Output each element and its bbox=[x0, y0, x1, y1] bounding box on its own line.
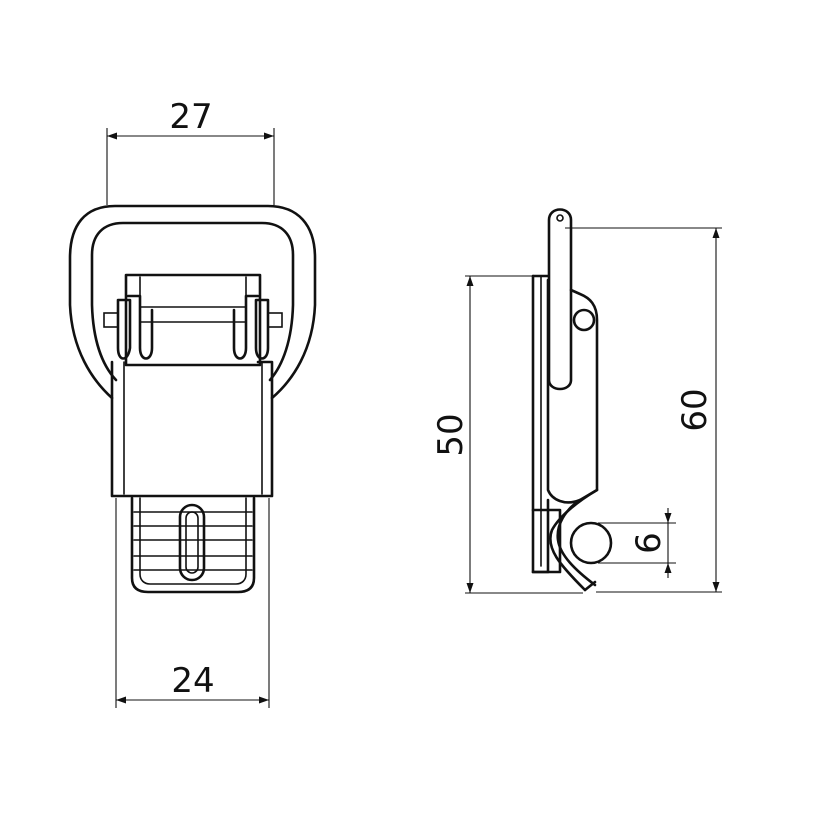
dimension-top-width-label: 27 bbox=[169, 97, 212, 137]
slot bbox=[178, 503, 206, 582]
hook-eye bbox=[569, 521, 613, 565]
side-view bbox=[531, 208, 613, 592]
d-ring-outer bbox=[68, 204, 317, 400]
latch-body bbox=[110, 360, 274, 498]
lever-handle bbox=[547, 208, 573, 391]
right-hinge-knuckle bbox=[254, 298, 270, 360]
dimension-hook-diameter: 6 bbox=[598, 508, 676, 578]
dimension-hook-diameter-label: 6 bbox=[629, 532, 669, 554]
left-hinge-knuckle bbox=[116, 298, 132, 360]
hinge-block bbox=[124, 273, 262, 367]
dimension-side-height-label: 50 bbox=[431, 413, 471, 456]
dimension-top-width: 27 bbox=[106, 97, 275, 205]
lower-plate bbox=[130, 496, 256, 594]
front-view bbox=[68, 204, 317, 594]
dimension-side-height: 50 bbox=[431, 275, 583, 594]
dimension-overall-height-label: 60 bbox=[675, 388, 715, 431]
dimension-overall-height: 60 bbox=[565, 227, 722, 593]
dimension-bottom-width: 24 bbox=[115, 498, 270, 708]
lever-pivot bbox=[556, 214, 564, 222]
dimension-bottom-width-label: 24 bbox=[171, 661, 214, 701]
d-ring-inner bbox=[90, 221, 295, 382]
